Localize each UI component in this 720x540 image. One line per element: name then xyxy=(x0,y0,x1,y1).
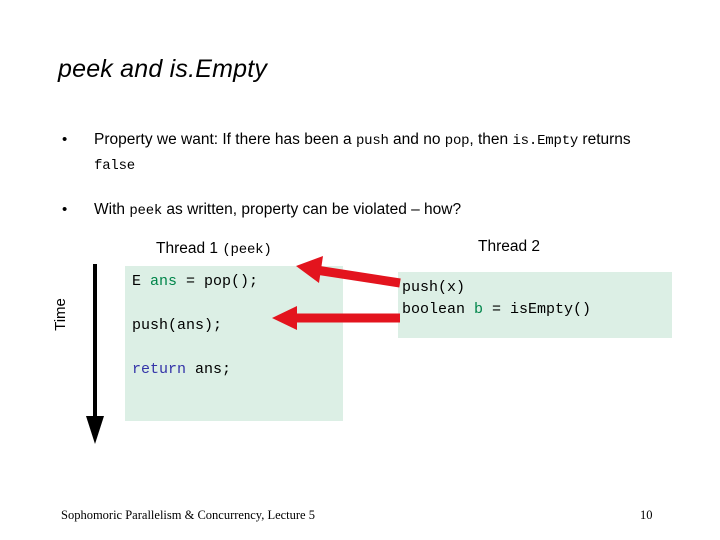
code-line: push(x) xyxy=(402,277,672,299)
inline-code: pop xyxy=(444,133,470,149)
bullet-marker: • xyxy=(62,131,68,148)
inline-code: push xyxy=(355,133,389,149)
code-token: push(ans); xyxy=(132,317,223,334)
inline-text: and no xyxy=(388,131,445,148)
page-title: peek and is.Empty xyxy=(58,55,268,83)
code-blank-line xyxy=(132,337,343,359)
thread1-header-plain: Thread 1 xyxy=(156,240,223,257)
inline-text: With xyxy=(94,201,130,218)
thread1-header: Thread 1 (peek) xyxy=(156,240,272,258)
time-axis-arrow-icon xyxy=(86,264,104,444)
code-line: push(ans); xyxy=(132,315,343,337)
thread1-code-block: E ans = pop(); push(ans); return ans; xyxy=(125,266,343,421)
inline-text: as written, property can be violated – h… xyxy=(162,201,462,218)
code-token: ans; xyxy=(186,361,232,378)
code-token: boolean xyxy=(402,301,475,318)
code-token: = isEmpty() xyxy=(483,301,592,318)
code-blank-line xyxy=(132,293,343,315)
code-token: = pop(); xyxy=(177,273,259,290)
thread2-header: Thread 2 xyxy=(478,238,540,256)
inline-text: returns xyxy=(578,131,631,148)
inline-code: peek xyxy=(129,203,163,219)
bullet-marker: • xyxy=(62,201,68,218)
thread2-code-block: push(x) boolean b = isEmpty() xyxy=(398,272,672,338)
bullet-text-2: With peek as written, property can be vi… xyxy=(94,198,662,223)
code-token: return xyxy=(132,361,187,378)
inline-text: Property we want: If there has been a xyxy=(94,131,356,148)
thread2-header-plain: Thread 2 xyxy=(478,238,541,255)
code-line: boolean b = isEmpty() xyxy=(402,299,672,321)
code-token: ans xyxy=(150,273,178,290)
code-token: E xyxy=(132,273,151,290)
thread1-header-mono: (peek) xyxy=(222,242,272,258)
bullet-item-2: • With peek as written, property can be … xyxy=(62,198,662,223)
time-axis-label: Time xyxy=(51,298,69,331)
inline-code: is.Empty xyxy=(512,133,579,149)
page-number: 10 xyxy=(640,508,653,522)
inline-code: false xyxy=(94,158,136,174)
bullet-item-1: • Property we want: If there has been a … xyxy=(62,128,662,178)
code-token: push(x) xyxy=(402,279,466,296)
code-line: E ans = pop(); xyxy=(132,271,343,293)
inline-text: , then xyxy=(469,131,513,148)
footer-text: Sophomoric Parallelism & Concurrency, Le… xyxy=(61,508,315,522)
code-line: return ans; xyxy=(132,359,343,381)
code-token: b xyxy=(474,301,484,318)
bullet-text-1: Property we want: If there has been a pu… xyxy=(94,128,662,178)
